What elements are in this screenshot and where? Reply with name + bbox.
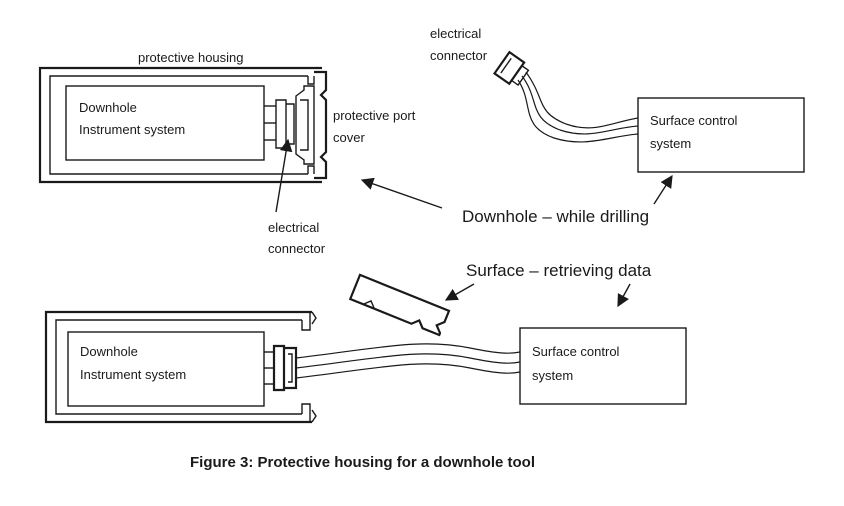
top-floating-connector (492, 50, 530, 87)
top-surface-line2: system (650, 136, 691, 151)
top-surface-line1: Surface control (650, 113, 738, 128)
top-cable-1 (521, 75, 639, 135)
connector-label-b-1: electrical (430, 26, 481, 41)
port-cover-label-2: cover (333, 130, 365, 145)
top-surface-box (637, 97, 805, 173)
surface-arrow-left (444, 283, 475, 301)
bottom-inner-connector (264, 344, 298, 392)
connector-label-a-2: connector (268, 241, 326, 256)
surface-mode-label: Surface – retrieving data (466, 261, 652, 280)
bottom-cable-2 (295, 353, 521, 369)
connector-label-b-2: connector (430, 48, 488, 63)
downhole-mode-label: Downhole – while drilling (462, 207, 649, 226)
top-instrument-line2: Instrument system (79, 122, 185, 137)
bottom-surface-line2: system (532, 368, 573, 383)
figure-caption: Figure 3: Protective housing for a downh… (190, 454, 535, 471)
downhole-arrow-left (360, 177, 443, 209)
top-cable-2 (525, 71, 639, 129)
bottom-cable-1 (295, 343, 521, 359)
bottom-instrument-box (67, 331, 265, 407)
port-cover-label-1: protective port (333, 108, 416, 123)
connector-label-a-1: electrical (268, 220, 319, 235)
bottom-instrument-line1: Downhole (80, 344, 138, 359)
top-cable-3 (517, 79, 639, 143)
surface-arrow-right (617, 283, 631, 308)
bottom-surface-line1: Surface control (532, 344, 620, 359)
protective-housing-label: protective housing (138, 50, 244, 65)
downhole-arrow-right (653, 174, 673, 205)
top-inner-connector (264, 99, 295, 149)
bottom-cable-3 (295, 363, 521, 379)
detached-port-cover (348, 273, 451, 337)
top-instrument-line1: Downhole (79, 100, 137, 115)
connector-leader-arrow (275, 138, 293, 213)
bottom-housing (44, 310, 317, 424)
bottom-instrument-line2: Instrument system (80, 367, 186, 382)
top-housing (38, 66, 322, 184)
top-port-cover (295, 70, 328, 180)
bottom-surface-box (519, 327, 687, 405)
